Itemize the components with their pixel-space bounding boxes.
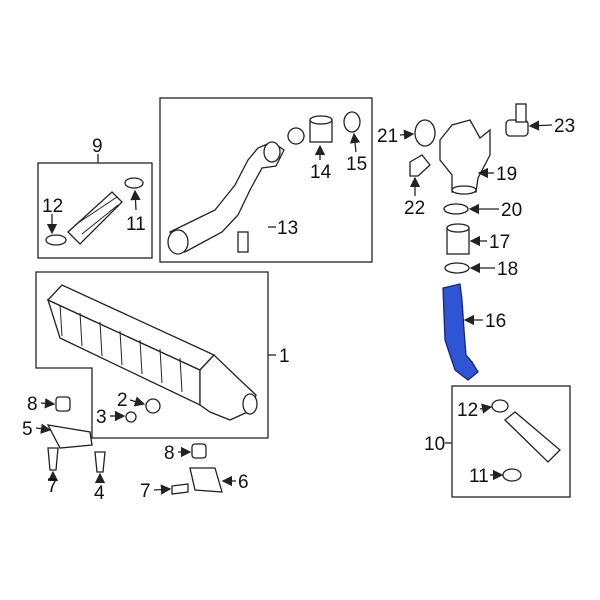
callout-23: 23 — [554, 116, 575, 137]
sleeve-part-17[interactable] — [446, 223, 470, 255]
callout-1: 1 — [279, 346, 290, 367]
intercooler-part[interactable] — [46, 284, 258, 421]
sleeve-part-14[interactable] — [309, 115, 333, 143]
callout-9: 9 — [92, 136, 103, 157]
group-box-9 — [37, 162, 153, 259]
group-box-13 — [159, 97, 373, 263]
bushing-part-8b[interactable] — [191, 443, 207, 459]
callout-13: 13 — [277, 218, 298, 239]
bracket-part[interactable] — [237, 231, 249, 253]
intake-pipe-part-16-highlighted[interactable] — [442, 283, 479, 381]
callout-16: 16 — [485, 311, 506, 332]
callout-8b: 8 — [164, 443, 175, 464]
hose-clamp-part-11[interactable] — [124, 177, 144, 189]
bolt-part-4[interactable] — [94, 451, 106, 473]
callout-8: 8 — [27, 394, 38, 415]
clamp-part-20[interactable] — [443, 203, 469, 215]
callout-11: 11 — [126, 214, 146, 235]
callout-17: 17 — [489, 232, 510, 253]
callout-21: 21 — [377, 126, 398, 147]
clamp-part-18[interactable] — [444, 262, 470, 274]
nut-part-3[interactable] — [125, 411, 137, 423]
callout-7b: 7 — [140, 481, 151, 502]
throttle-housing-part-19[interactable] — [439, 119, 491, 195]
callout-7: 7 — [47, 476, 58, 497]
hose-clamp-part-12[interactable] — [45, 234, 67, 246]
callout-19: 19 — [496, 164, 517, 185]
bolt-part-7[interactable] — [47, 447, 59, 471]
charge-pipe-part[interactable] — [167, 141, 285, 255]
callout-5: 5 — [22, 419, 33, 440]
sensor-part-22[interactable] — [409, 154, 431, 177]
hose-part-10[interactable] — [504, 411, 561, 463]
callout-2: 2 — [117, 390, 128, 411]
clamp-part-12b[interactable] — [491, 399, 509, 413]
callout-10: 10 — [424, 434, 445, 455]
clamp-part[interactable] — [287, 127, 305, 145]
group-box-10 — [451, 385, 571, 498]
bolt-part-7b[interactable] — [171, 483, 189, 495]
callout-14: 14 — [310, 162, 332, 183]
callout-6: 6 — [238, 472, 249, 493]
callout-22: 22 — [404, 198, 425, 219]
o-ring-part-21[interactable] — [414, 119, 436, 147]
valve-part-23[interactable] — [505, 103, 529, 137]
bracket-part-5[interactable] — [46, 424, 93, 449]
callout-3: 3 — [96, 407, 107, 428]
group-box-1 — [35, 271, 269, 439]
bracket-part-6[interactable] — [189, 467, 223, 493]
clamp-part-15[interactable] — [343, 111, 361, 133]
callout-12: 12 — [42, 196, 63, 217]
clamp-part-11b[interactable] — [502, 468, 522, 482]
callout-18: 18 — [497, 259, 518, 280]
callout-4: 4 — [94, 483, 105, 504]
grommet-part-2[interactable] — [145, 398, 161, 414]
callout-15: 15 — [346, 154, 367, 175]
intercooler-hose-part[interactable] — [67, 191, 123, 245]
callout-20: 20 — [501, 200, 522, 221]
bushing-part-8[interactable] — [55, 396, 71, 412]
leader-lines — [35, 120, 553, 495]
callout-12b: 12 — [457, 400, 478, 421]
callout-11b: 11 — [469, 466, 489, 487]
